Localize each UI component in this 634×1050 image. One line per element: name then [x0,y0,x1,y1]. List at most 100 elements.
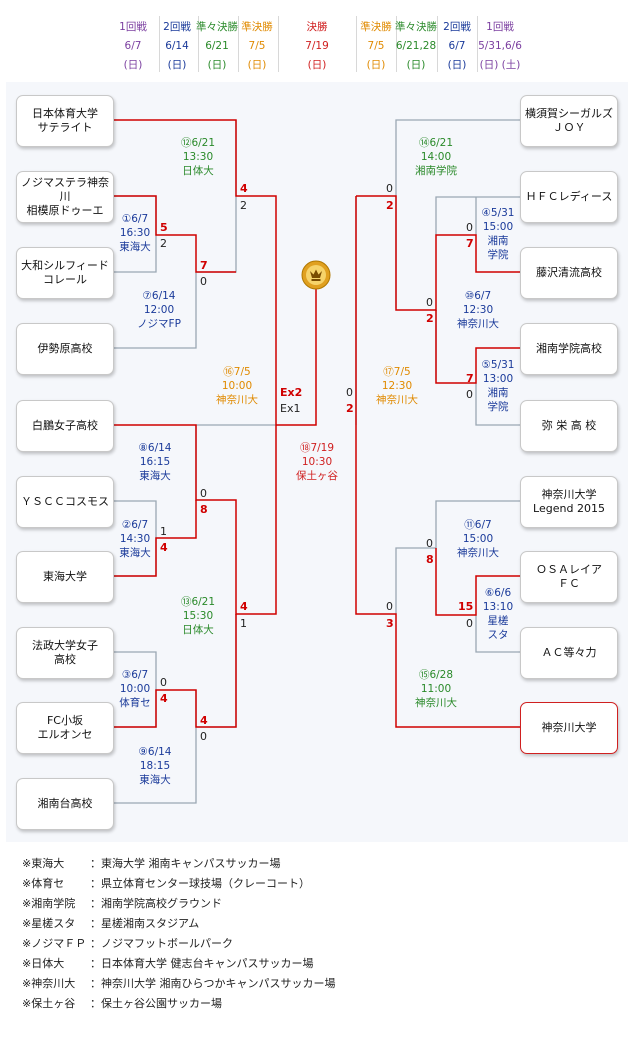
match-no: ⑧6/14 [138,442,172,454]
team-yamato-sylphid: 大和シルフィード コレール [16,247,114,299]
header-day: (日) [406,59,426,71]
team-nittai-satellite: 日本体育大学 サテライト [16,95,114,147]
header-qf-right: 準々決勝 6/21,28 (日) [391,18,441,75]
venue-name: ：湘南学院高校グラウンド [90,897,222,910]
venue-abbr: ※保土ヶ谷 [22,997,76,1010]
header-date: 7/19 [305,40,329,52]
match-info-2: ②6/7 14:30 東海大 [112,518,158,560]
score: 2 [386,199,394,212]
header-round: 準々決勝 [395,21,437,33]
score: 4 [240,182,248,195]
venue-note: ※日体大：日本体育大学 健志台キャンパスサッカー場 [22,954,336,974]
match-no: ⑩6/7 [464,290,492,302]
match-no: ⑰7/5 [383,366,411,378]
match-venue: 湘南 学院 [487,235,509,261]
header-round: 決勝 [306,21,328,33]
team-shonan-gakuin: 湘南学院高校 [520,323,618,375]
venue-name: ：日本体育大学 健志台キャンパスサッカー場 [90,957,314,970]
venue-abbr: ※ノジマＦＰ [22,937,87,950]
match-info-3: ③6/7 10:00 体育セ [112,668,158,710]
score: 1 [160,525,167,538]
header-day: (日) (土) [479,59,521,71]
match-no: ⑨6/14 [138,746,172,758]
match-time: 11:00 [420,683,452,695]
team-kanagawa-univ: 神奈川大学 [520,702,618,754]
match-venue: 神奈川大 [376,394,418,406]
score: 0 [346,386,353,399]
header-round: 1回戦 [486,21,514,33]
match-venue: 東海大 [119,241,151,253]
score: Ex2 [280,386,303,399]
match-time: 10:00 [221,380,253,392]
venue-note: ※体育セ：県立体育センター球技場（クレーコート） [22,874,336,894]
header-date: 7/5 [367,40,385,52]
header-day: (日) [207,59,227,71]
match-venue: 東海大 [139,470,171,482]
score: 0 [200,730,207,743]
header-date: 6/21,28 [395,40,437,52]
header-date: 6/14 [165,40,189,52]
team-shonandai: 湘南台高校 [16,778,114,830]
score: 0 [426,296,433,309]
match-venue: 星槎 スタ [487,615,509,641]
match-venue: 東海大 [139,774,171,786]
match-no: ⑤5/31 [481,359,515,371]
match-no: ⑬6/21 [180,596,216,608]
match-no: ⑫6/21 [180,137,216,149]
header-date: 7/5 [248,40,266,52]
match-info-6: ⑥6/6 13:10 星槎 スタ [475,586,521,642]
venue-abbr: ※神奈川大 [22,977,76,990]
score: 0 [386,600,393,613]
match-info-10: ⑩6/7 12:30 神奈川大 [445,289,511,331]
match-no: ⑯7/5 [223,366,251,378]
match-info-14: ⑭6/21 14:00 湘南学院 [403,136,469,178]
match-time: 15:30 [182,610,214,622]
header-sf-left: 準決勝 7/5 (日) [232,18,282,75]
header-date: 6/7 [124,40,142,52]
match-venue: 神奈川大 [415,697,457,709]
trophy-icon [301,260,331,290]
header-day: (日) [447,59,467,71]
venue-abbr: ※体育セ [22,877,65,890]
score: 0 [426,537,433,550]
match-venue: 体育セ [119,697,151,709]
team-kanagawa-legend: 神奈川大学 Legend 2015 [520,476,618,528]
score: 7 [466,372,474,385]
score: 4 [160,692,168,705]
venue-note: ※東海大：東海大学 湘南キャンパスサッカー場 [22,854,336,874]
team-nojima-stella: ノジマステラ神奈川 相模原ドゥーエ [16,171,114,223]
header-round: 2回戦 [443,21,471,33]
match-info-11: ⑪6/7 15:00 神奈川大 [445,518,511,560]
score: 0 [200,487,207,500]
score: 4 [160,541,168,554]
match-info-5: ⑤5/31 13:00 湘南 学院 [475,358,521,414]
match-time: 10:00 [119,683,151,695]
match-no: ⑭6/21 [418,137,454,149]
match-time: 15:00 [462,533,494,545]
match-time: 12:30 [462,304,494,316]
match-no: ⑪6/7 [464,519,492,531]
match-info-15: ⑮6/28 11:00 神奈川大 [403,668,469,710]
venue-note: ※湘南学院 ：湘南学院高校グラウンド [22,894,336,914]
match-no: ⑮6/28 [418,669,454,681]
team-hosei: 法政大学女子 高校 [16,627,114,679]
score: 0 [466,388,473,401]
team-isehara: 伊勢原高校 [16,323,114,375]
score: 0 [466,221,473,234]
score: 5 [160,221,168,234]
venue-abbr: ※湘南学院 [22,897,76,910]
match-venue: ノジマFP [137,318,181,330]
header-r2-left: 2回戦 6/14 (日) [152,18,202,75]
header-date: 6/21 [205,40,229,52]
match-time: 14:30 [119,533,151,545]
match-venue: 日体大 [182,165,214,177]
match-no: ①6/7 [121,213,149,225]
header-round: 準々決勝 [196,21,238,33]
header-r1-right: 1回戦 5/31,6/6 (日) (土) [474,18,526,75]
match-venue: 神奈川大 [457,318,499,330]
match-info-12: ⑫6/21 13:30 日体大 [165,136,231,178]
team-fc-kosaka: FC小坂 エルオンセ [16,702,114,754]
match-time: 12:00 [143,304,175,316]
team-osa-reia: ＯＳＡレイア ＦＣ [520,551,618,603]
